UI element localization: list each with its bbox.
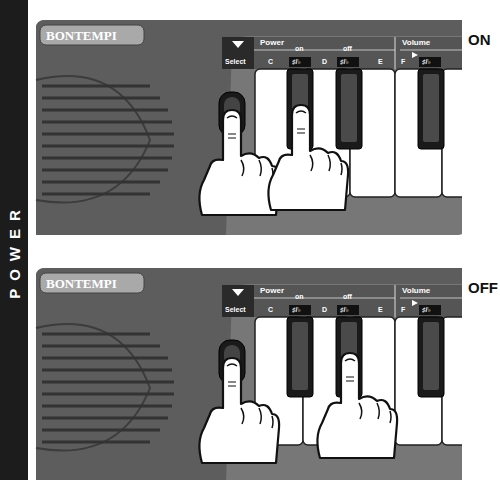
key-name: ♯/♭ xyxy=(292,306,301,313)
key-name: F xyxy=(401,306,405,313)
function-label: on xyxy=(295,45,304,52)
side-band xyxy=(0,0,28,480)
pointing-hand xyxy=(199,358,279,463)
key-name: C xyxy=(268,58,273,65)
keyboard-panel xyxy=(36,268,472,480)
function-label: Power xyxy=(260,39,284,47)
key-name: E xyxy=(378,306,383,313)
button-label: Select xyxy=(225,306,246,313)
pointing-hand xyxy=(268,105,348,210)
key-name: F xyxy=(401,58,405,65)
brand-logo: BONTEMPI xyxy=(46,277,117,290)
section-title: POWER xyxy=(6,202,21,299)
key-name: ♯/♭ xyxy=(422,58,431,65)
key-name: D xyxy=(322,306,327,313)
key-name: E xyxy=(378,58,383,65)
function-label: off xyxy=(343,293,352,300)
button-label: Select xyxy=(225,58,246,65)
key-name: ♯/♭ xyxy=(340,58,349,65)
function-label: Volume xyxy=(402,287,430,295)
state-heading: ON xyxy=(468,32,491,47)
state-heading: OFF xyxy=(468,280,498,295)
function-label: on xyxy=(295,293,304,300)
key-name: C xyxy=(268,306,273,313)
function-label: off xyxy=(343,45,352,52)
key-name: ♯/♭ xyxy=(292,58,301,65)
function-label: Volume xyxy=(402,39,430,47)
pointing-hand xyxy=(317,353,397,458)
pointing-hand xyxy=(199,110,279,215)
keyboard-panel xyxy=(36,20,472,235)
key-name: ♯/♭ xyxy=(340,306,349,313)
key-name: ♯/♭ xyxy=(422,306,431,313)
function-label: Power xyxy=(260,287,284,295)
brand-logo: BONTEMPI xyxy=(46,29,117,42)
key-name: D xyxy=(322,58,327,65)
